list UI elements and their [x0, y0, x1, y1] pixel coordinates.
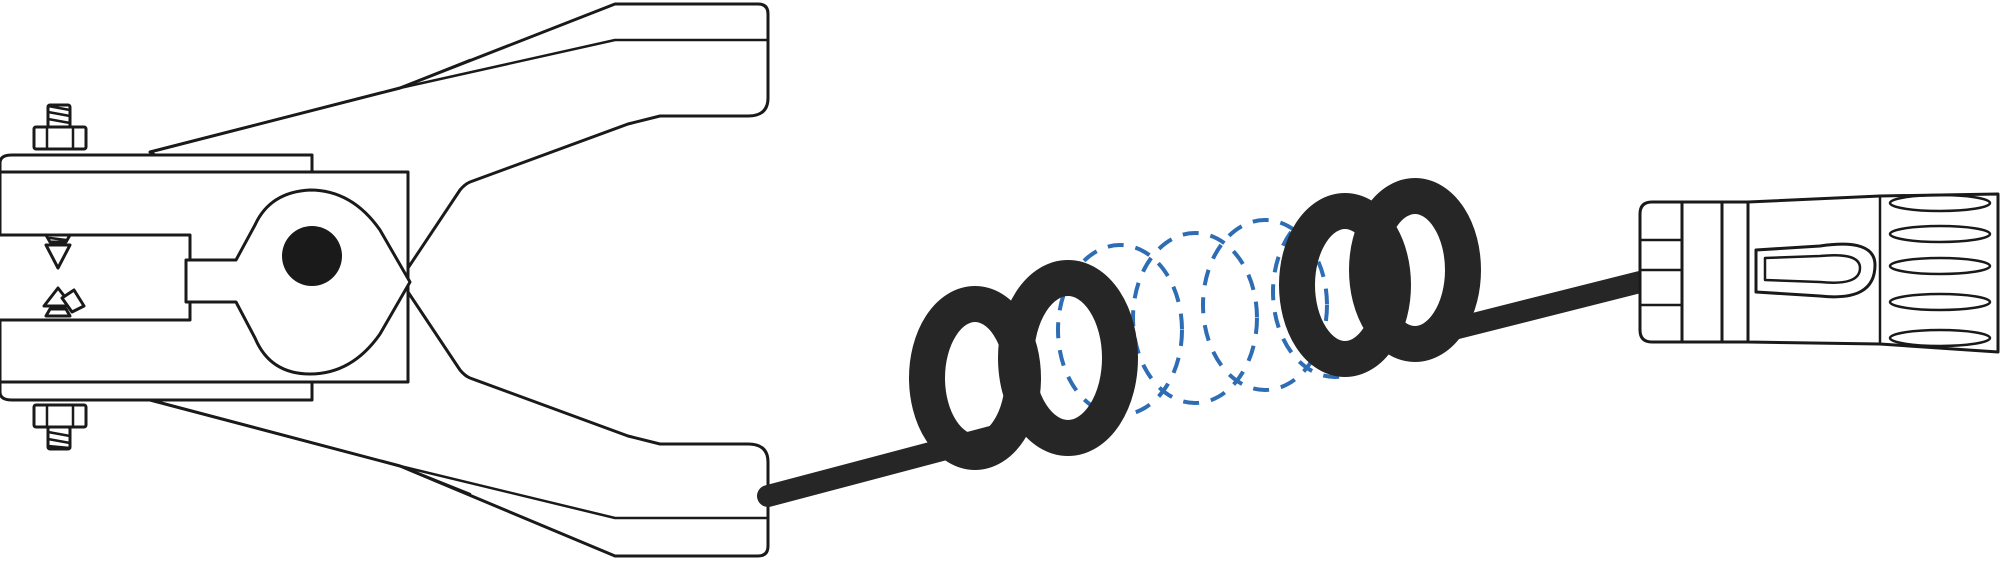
banana-spring-icon [1888, 193, 1992, 348]
clamp-icon [0, 2, 770, 558]
pivot-pin-icon [282, 226, 342, 286]
jaw-teeth-icon [42, 233, 86, 318]
top-screw-icon [32, 103, 88, 151]
front-coils-left [909, 260, 1138, 470]
coil-icon [757, 178, 1651, 507]
plug-icon [1638, 192, 2000, 354]
bottom-screw-icon [32, 403, 88, 451]
front-coils-right [1279, 178, 1481, 377]
plug-slot [1754, 242, 1877, 299]
